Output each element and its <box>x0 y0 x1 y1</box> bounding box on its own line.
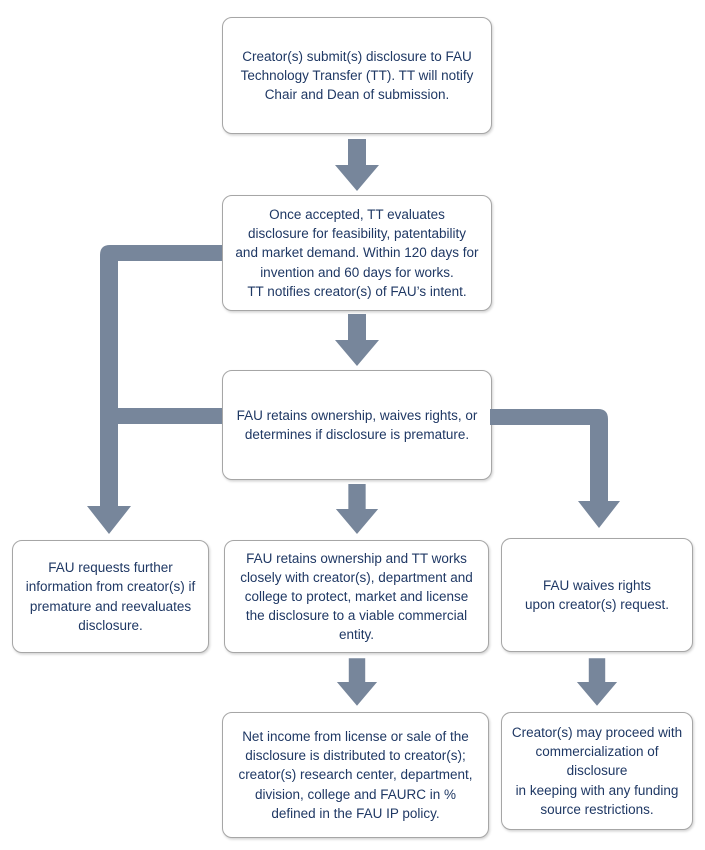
arrow-down-4-icon <box>336 658 378 706</box>
node-creator-commercialization: Creator(s) may proceed with commercializ… <box>501 712 693 830</box>
connector-left-branch-icon <box>87 245 222 534</box>
node-net-income: Net income from license or sale of the d… <box>222 712 489 838</box>
arrow-down-2-icon <box>335 314 379 366</box>
node-creator-commercialization-text: Creator(s) may proceed with commercializ… <box>511 725 683 817</box>
arrow-down-5-icon <box>576 658 618 706</box>
node-request-further-info: FAU requests further information from cr… <box>12 540 209 653</box>
node-tt-evaluates: Once accepted, TT evaluates disclosure f… <box>222 195 492 311</box>
node-retain-ownership: FAU retains ownership and TT works close… <box>224 540 489 653</box>
node-retain-ownership-text: FAU retains ownership and TT works close… <box>240 550 473 643</box>
node-waive-rights-text: FAU waives rights upon creator(s) reques… <box>524 577 670 612</box>
node-fau-decision-text: FAU retains ownership, waives rights, or… <box>236 407 478 442</box>
node-request-further-info-text: FAU requests further information from cr… <box>25 560 196 633</box>
node-submit-disclosure: Creator(s) submit(s) disclosure to FAU T… <box>222 17 492 134</box>
node-submit-disclosure-text: Creator(s) submit(s) disclosure to FAU T… <box>240 48 474 103</box>
node-net-income-text: Net income from license or sale of the d… <box>238 729 473 821</box>
node-fau-decision: FAU retains ownership, waives rights, or… <box>222 370 492 480</box>
node-tt-evaluates-text: Once accepted, TT evaluates disclosure f… <box>235 207 479 299</box>
arrow-down-3-icon <box>335 484 379 534</box>
arrow-down-1-icon <box>335 139 379 191</box>
connector-right-branch-icon <box>490 409 620 528</box>
node-waive-rights: FAU waives rights upon creator(s) reques… <box>501 538 693 652</box>
